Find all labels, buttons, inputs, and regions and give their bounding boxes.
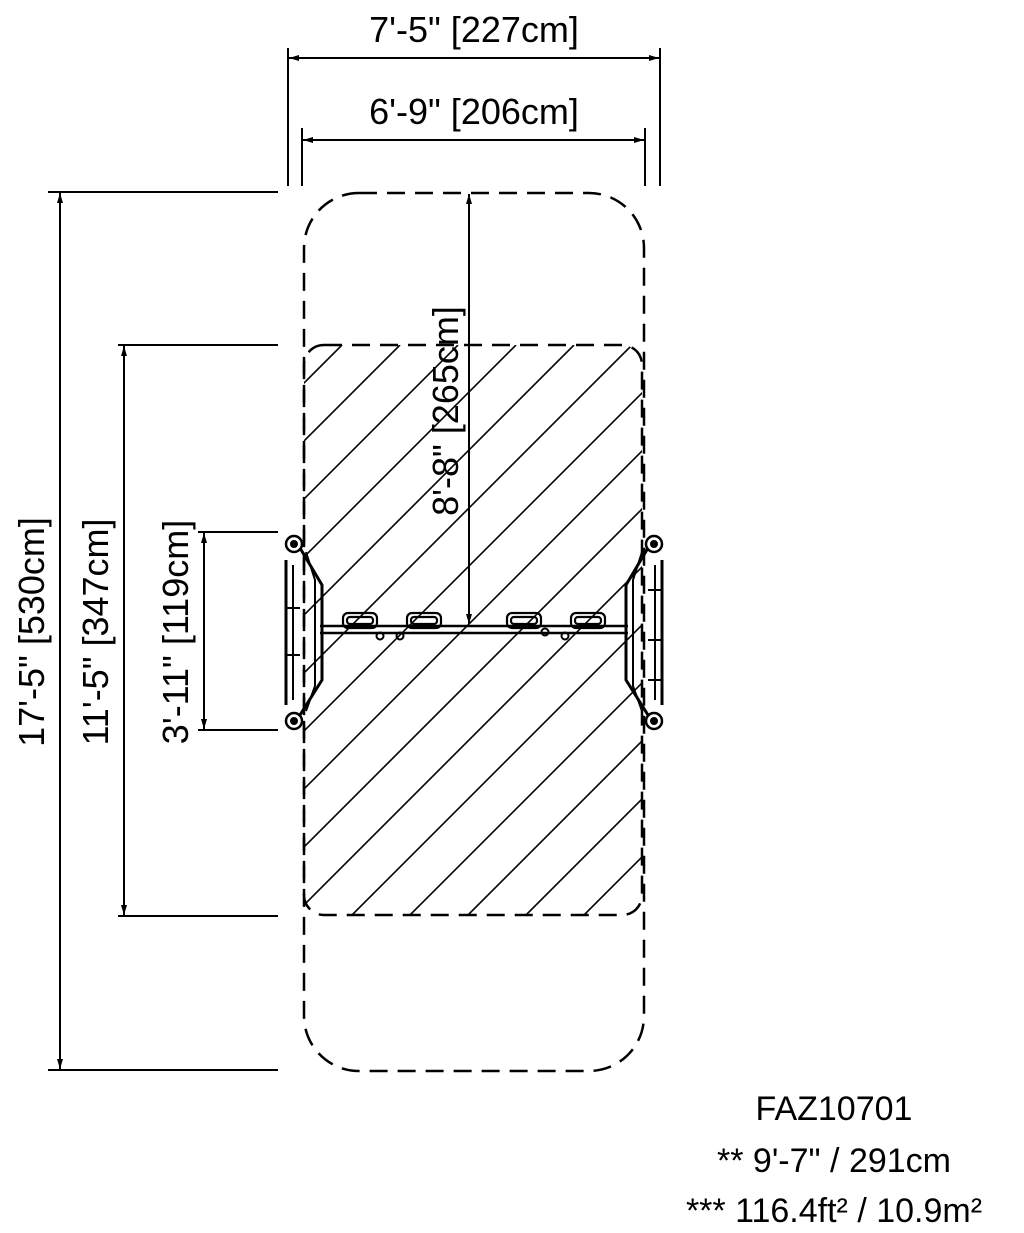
label-overall-length: 17'-5" [530cm] — [11, 517, 52, 747]
model-code: FAZ10701 — [756, 1090, 913, 1128]
hatch-line — [304, 345, 517, 915]
area-note: *** 116.4ft² / 10.9m² — [686, 1192, 982, 1230]
hatch-line — [304, 345, 633, 915]
label-center-to-end: 8'-8" [265cm] — [425, 306, 466, 516]
hatch-line — [304, 345, 401, 915]
hatch-line — [304, 345, 575, 915]
use-zone-outline — [302, 191, 646, 1073]
hatch-line — [304, 345, 459, 915]
height-note: ** 9'-7" / 291cm — [717, 1142, 951, 1180]
hatch-line — [304, 345, 642, 915]
hatch-line — [304, 345, 642, 915]
label-inner-width: 6'-9" [206cm] — [369, 91, 579, 132]
hatched-area-outline — [302, 343, 644, 917]
label-overall-width: 7'-5" [227cm] — [369, 9, 579, 50]
dimension-lines — [57, 55, 659, 1069]
label-hatched-length: 11'-5" [347cm] — [75, 518, 116, 745]
hatch-line — [467, 345, 642, 915]
hatch-line — [304, 345, 642, 915]
hatch-line — [409, 345, 642, 915]
hatched-area — [304, 345, 642, 915]
hatch-line — [525, 345, 642, 915]
label-frame-length: 3'-11" [119cm] — [155, 520, 196, 744]
swing-frame — [284, 534, 664, 731]
extension-lines — [48, 48, 661, 1071]
hatch-line — [641, 345, 642, 915]
hatch-line — [304, 345, 642, 915]
hatch-line — [583, 345, 642, 915]
hatch-line — [351, 345, 642, 915]
